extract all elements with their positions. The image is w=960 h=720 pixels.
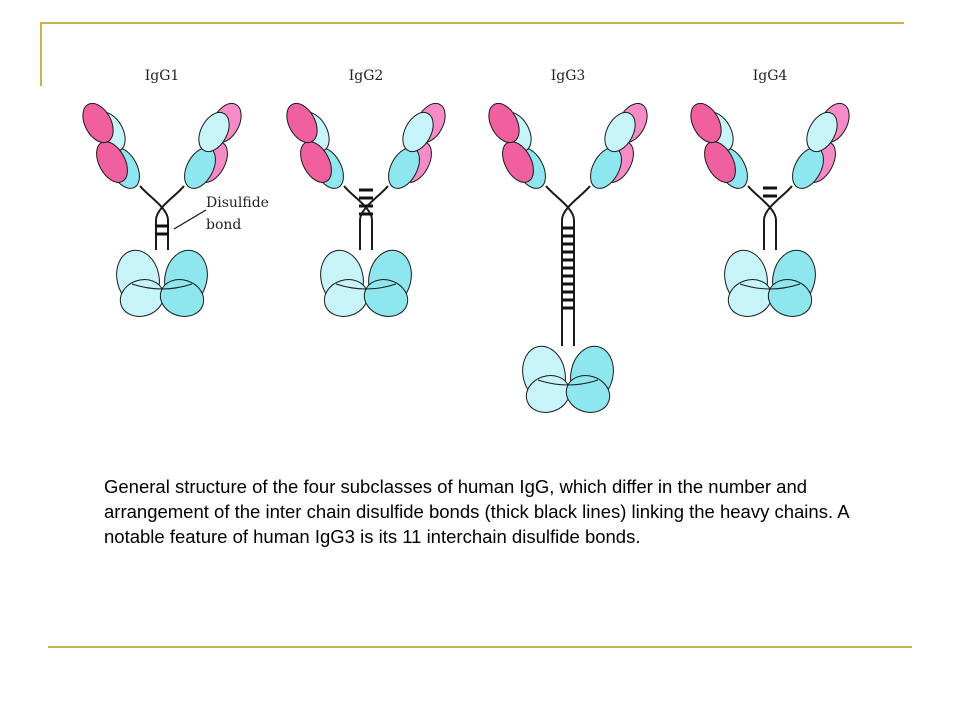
light-chain-vl-left	[286, 102, 318, 144]
figure-caption: General structure of the four subclasses…	[104, 476, 849, 547]
subclass-label-igg3: IgG3	[551, 68, 586, 84]
light-chain-vl-left	[82, 102, 114, 144]
subclass-label-igg1: IgG1	[145, 68, 180, 84]
subclass-label-igg2: IgG2	[349, 68, 384, 84]
disulfide-label-line1: Disulfide	[206, 195, 269, 211]
heavy-chain-vh-right	[806, 111, 838, 153]
hinge-chain-right	[359, 185, 389, 250]
hinge-chain-left	[747, 185, 777, 250]
hinge-chain-right	[155, 185, 185, 250]
light-chain-vl-left	[488, 102, 520, 144]
hinge-chain-right	[763, 185, 793, 250]
antibody-igg1	[82, 102, 242, 317]
subclass-label-igg4: IgG4	[753, 68, 788, 84]
hinge-chain-left	[139, 185, 169, 250]
fc-inner-curve	[537, 379, 599, 386]
left-border-line	[40, 22, 42, 86]
disulfide-pointer-line	[173, 209, 207, 230]
bottom-border-line	[48, 646, 912, 648]
heavy-chain-vh-right	[402, 111, 434, 153]
hinge-chain-right	[561, 185, 591, 346]
light-chain-vl-left	[690, 102, 722, 144]
antibody-igg2	[286, 102, 446, 317]
fc-inner-curve	[131, 283, 193, 290]
heavy-chain-vh-right	[604, 111, 636, 153]
fc-inner-curve	[335, 283, 397, 290]
fc-inner-curve	[739, 283, 801, 290]
hinge-chain-left	[545, 185, 575, 346]
antibody-igg3	[488, 102, 648, 413]
disulfide-label-line2: bond	[206, 217, 241, 233]
antibody-igg4	[690, 102, 850, 317]
hinge-chain-left	[343, 185, 373, 250]
top-border-line	[42, 22, 904, 24]
heavy-chain-vh-right	[198, 111, 230, 153]
igg-subclasses-diagram: IgG1 IgG2 IgG3 IgG4 Disulfide bond	[82, 68, 850, 413]
